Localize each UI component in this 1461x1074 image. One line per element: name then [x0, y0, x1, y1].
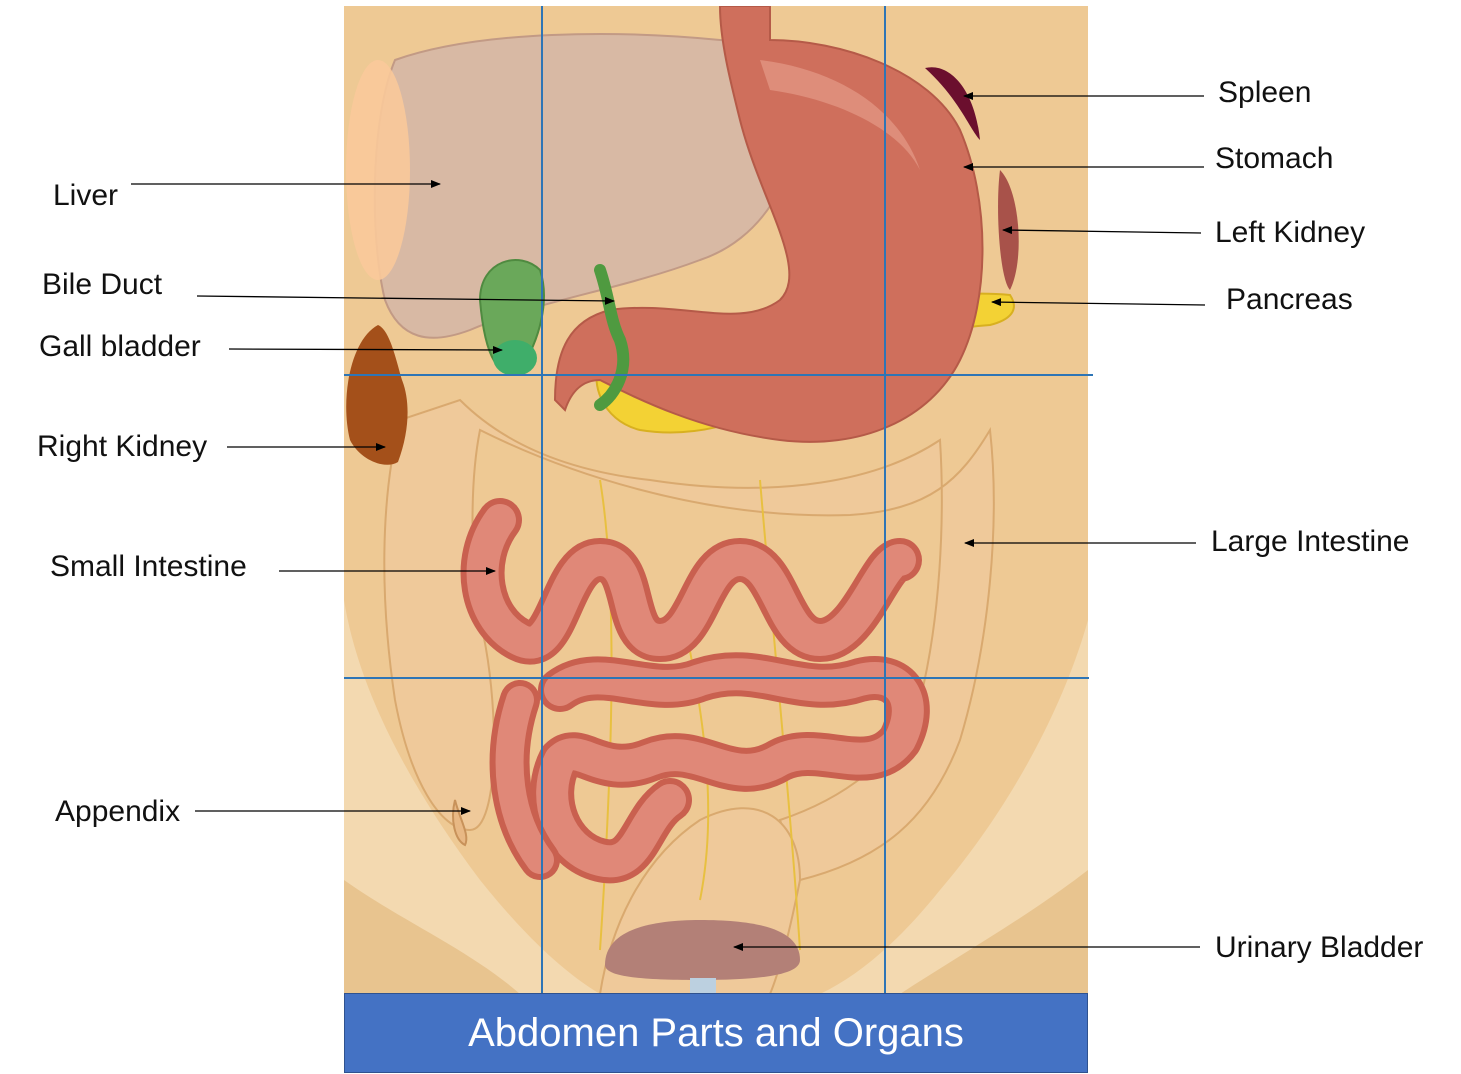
gall-bladder-arrow: [228, 345, 503, 354]
label-right-kidney: Right Kidney: [37, 430, 208, 463]
region-grid: [344, 6, 1093, 994]
pelvis-shape: [344, 600, 600, 994]
label-pancreas: Pancreas: [1226, 283, 1353, 316]
label-spleen: Spleen: [1218, 76, 1312, 109]
leader-arrows: [131, 92, 1206, 951]
label-stomach: Stomach: [1215, 142, 1334, 175]
large-intestine-shape: [383, 398, 995, 882]
label-small-intestine: Small Intestine: [50, 550, 247, 583]
bile-duct-arrow: [196, 295, 615, 305]
label-left-kidney: Left Kidney: [1215, 216, 1366, 249]
right-kidney-shape: [346, 325, 408, 465]
label-gall-bladder: Gall bladder: [39, 330, 201, 363]
left-kidney-arrow: [1002, 226, 1202, 235]
small-intestine-shape: [460, 498, 930, 884]
spleen-shape: [925, 67, 980, 140]
pancreas-arrow: [991, 298, 1206, 307]
label-appendix: Appendix: [55, 795, 181, 828]
bile-duct-shape: [594, 264, 630, 411]
label-liver: Liver: [53, 179, 119, 212]
illustration: [344, 6, 1088, 994]
title-bar: Abdomen Parts and Organs: [344, 993, 1088, 1073]
urinary-bladder-shape: [605, 920, 800, 980]
diagram-title: Abdomen Parts and Organs: [468, 1010, 964, 1055]
label-urinary-bladder: Urinary Bladder: [1215, 931, 1424, 964]
label-large-intestine: Large Intestine: [1211, 525, 1410, 558]
label-bile-duct: Bile Duct: [42, 268, 163, 301]
